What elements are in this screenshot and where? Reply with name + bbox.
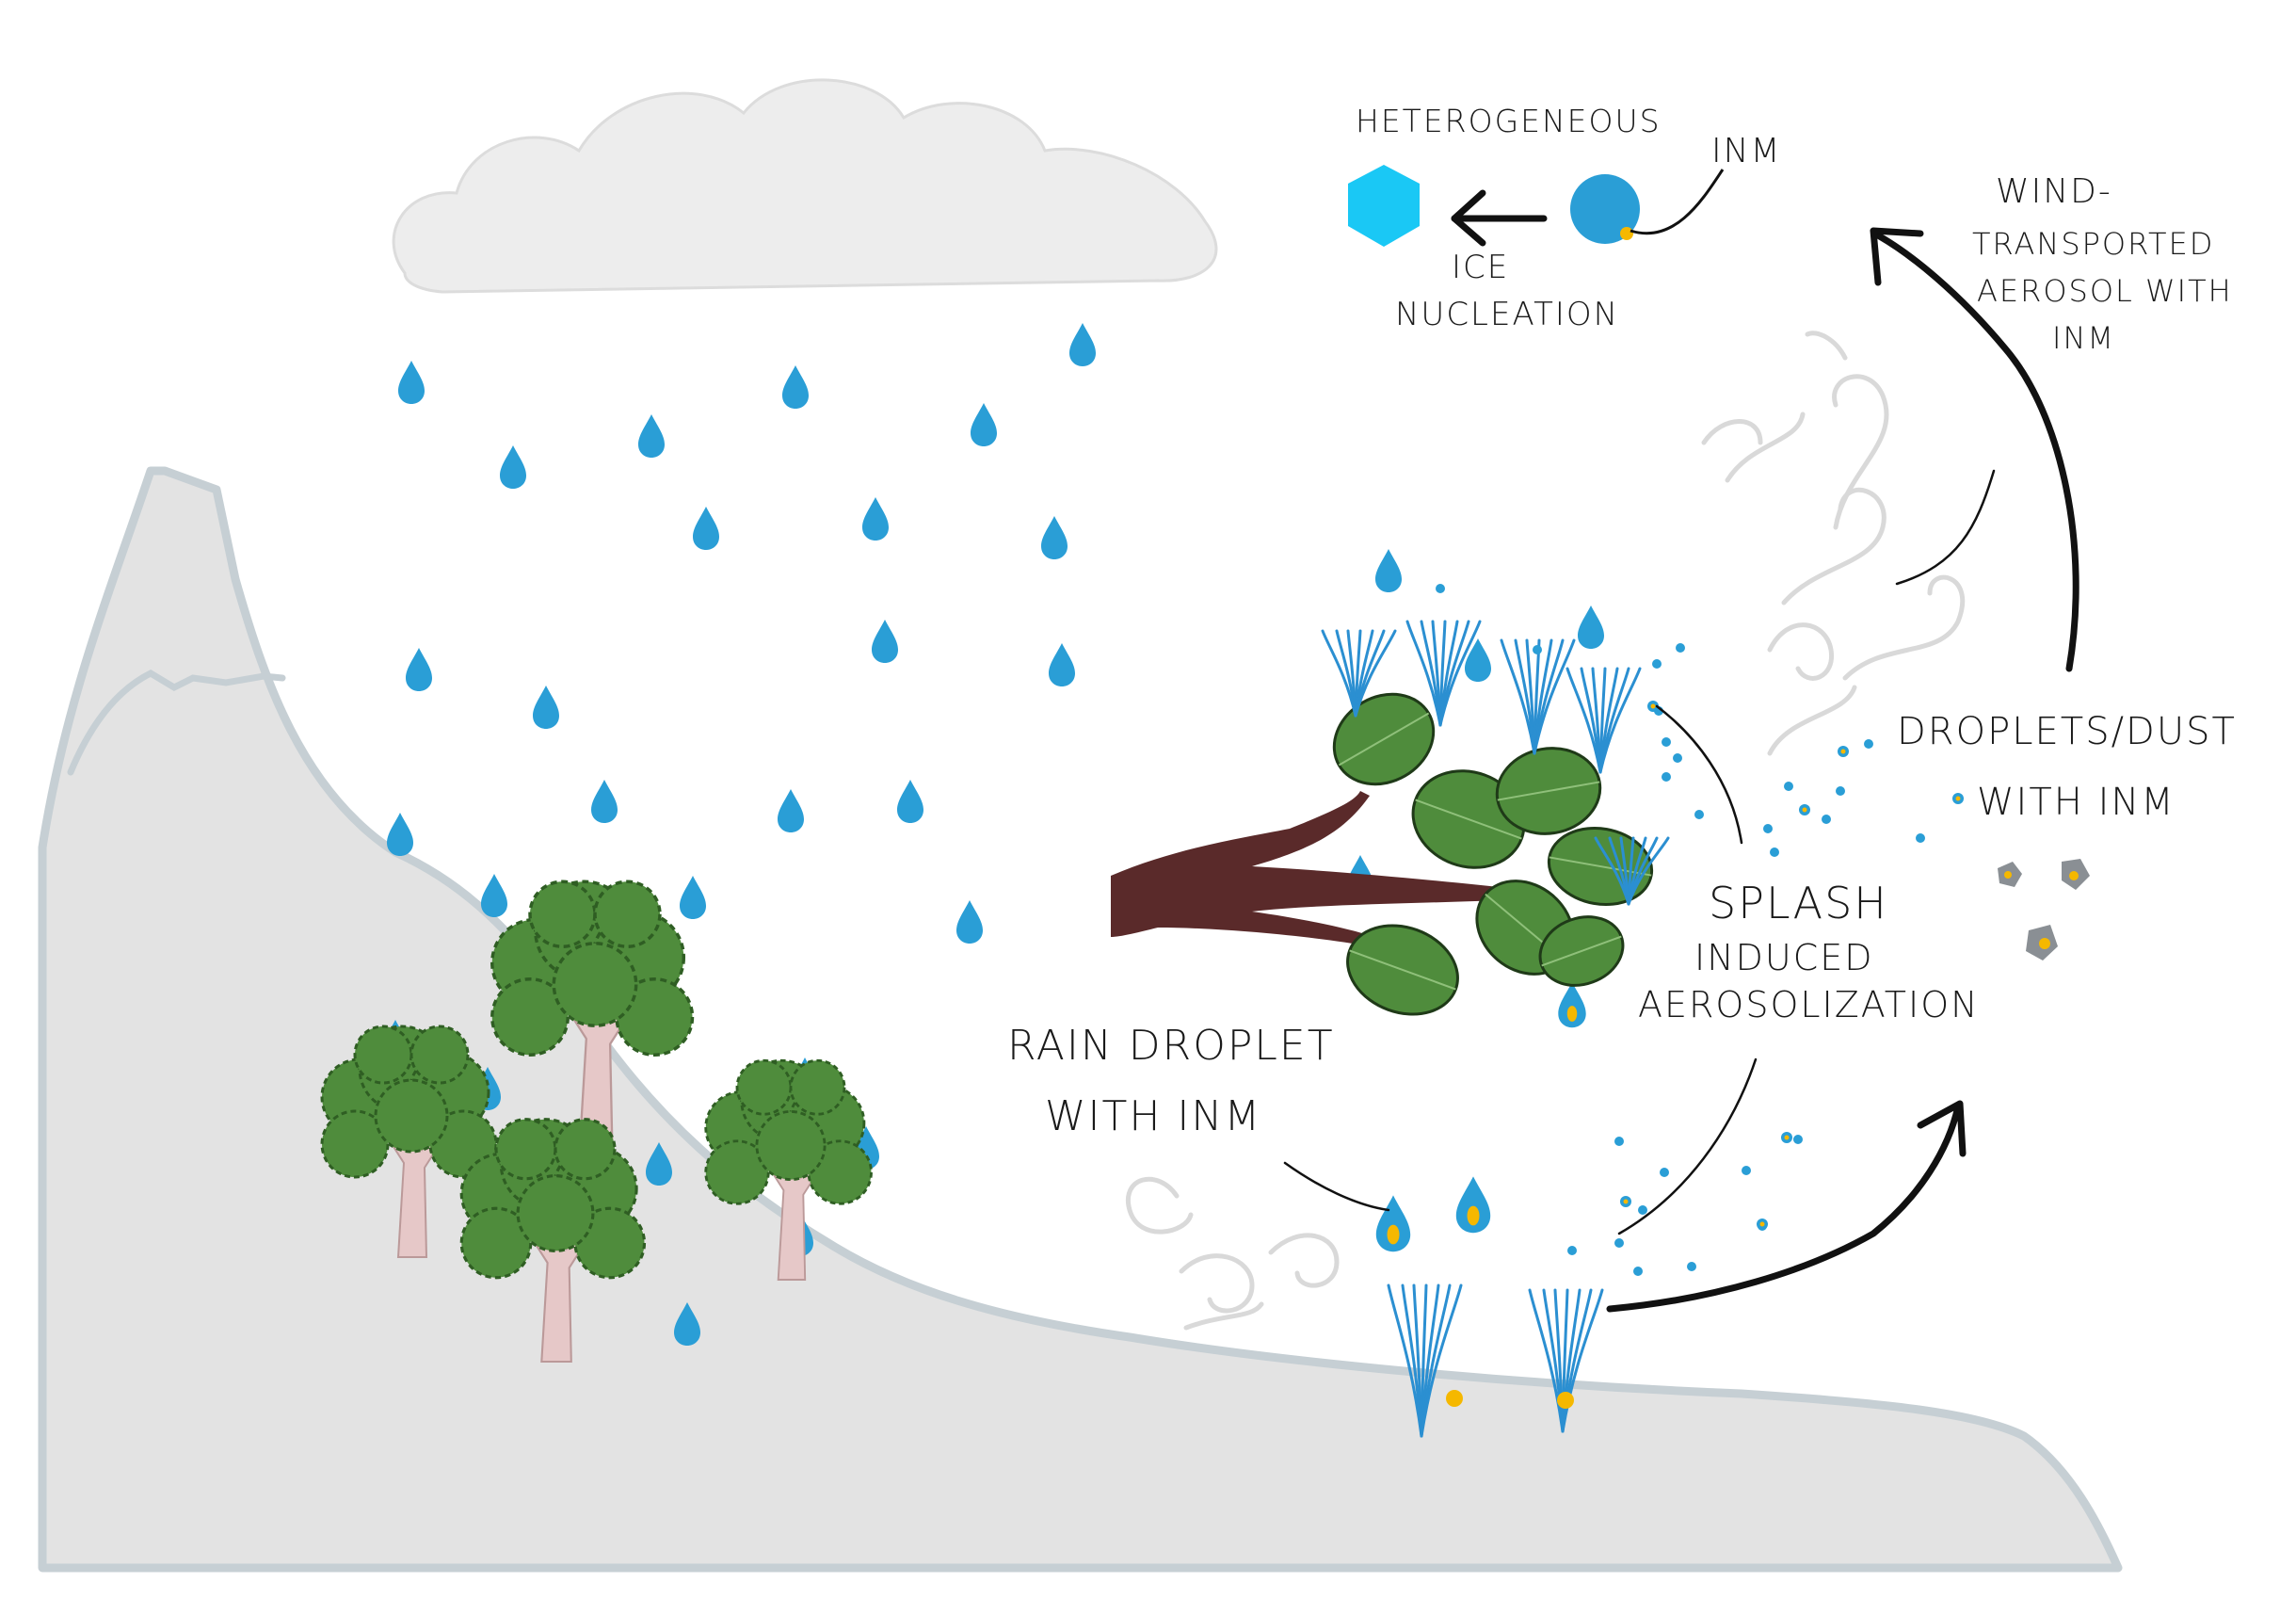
labels: HETEROGENEOUS ICE NUCLEATION INM WIND- T… [1007,103,2237,1140]
arrow-icon [1874,232,2079,672]
tree-icon [320,1025,498,1258]
droplet-particle [1567,1246,1577,1255]
grass-icon [1321,620,1670,1438]
label-droplets-1: DROPLETS/DUST [1897,710,2237,753]
ice-crystal-icon [1348,165,1420,247]
raindrop-icon [387,813,413,856]
leaf-icon [1547,826,1654,907]
droplet-particle [1662,772,1671,782]
droplet-particle [1916,833,1925,843]
raindrop-icon [897,780,923,823]
droplet-particle [1864,739,1873,749]
cloud-icon [392,78,1218,294]
droplet-particle [1770,847,1779,857]
raindrop-icon [782,365,809,409]
raindrop-icon [638,414,665,458]
droplet-particle [1614,1238,1624,1248]
raindrop-icon [1558,981,1586,1028]
droplet-particle [1784,782,1793,791]
arrow-icon [1606,1103,1962,1313]
raindrop-icon [693,507,719,550]
tree-icon [490,880,695,1149]
label-inm-top: INM [1711,132,1782,170]
aerosol-particles [1436,584,1964,1409]
label-wind-3: AEROSOL WITH [1977,273,2233,309]
leaf-icon [1538,915,1625,987]
raindrop-icon [1375,549,1402,592]
raindrop-icon [646,1142,672,1186]
raindrop-icon [1455,1176,1491,1234]
raindrop-icon [500,445,526,489]
raindrop-icon [481,874,507,917]
label-nucleation: NUCLEATION [1395,296,1619,333]
label-ice: ICE [1452,249,1509,286]
arrow-icon [1451,189,1486,247]
branch-icon [1111,791,1525,946]
raindrop-icon [1041,516,1068,559]
droplet-particle [1638,1205,1647,1215]
raindrop-icon [1375,1195,1411,1252]
raindrop-icon [862,497,889,541]
leaf-icon [1346,924,1459,1016]
label-splash-1: SPLASH [1709,878,1888,928]
raindrop-icon [533,686,559,729]
droplet-particle [1694,810,1704,819]
label-wind-2: TRANSPORTED [1972,226,2214,262]
raindrop-icon [1578,605,1604,649]
label-splash-2: INDUCED [1694,937,1874,978]
raindrop-icon [680,876,706,919]
droplet-particle [1676,643,1685,653]
droplet-particle [1436,584,1445,593]
label-splash-3: AEROSOLIZATION [1638,984,1980,1025]
droplet-particle [1662,737,1671,747]
label-droplets-2: WITH INM [1977,781,2176,824]
trees [320,880,873,1364]
droplet-particle [1633,1267,1643,1276]
label-heterogeneous: HETEROGENEOUS [1356,103,1662,139]
droplet-particle [1614,1137,1624,1146]
droplet-particle [1763,824,1773,833]
droplet-particle [1836,786,1845,796]
raindrop-icon [1465,638,1491,682]
label-rain-1: RAIN DROPLET [1007,1022,1335,1070]
raindrop-icon [971,403,997,446]
leader-lines [1283,469,1996,1235]
wind-swirl-icon [1125,331,1966,1331]
tree-icon [459,1118,647,1364]
raindrop-icon [1069,323,1096,366]
droplet-particle [1660,1168,1669,1177]
label-rain-2: WITH INM [1045,1092,1261,1140]
droplet-particle [1742,1166,1751,1175]
raindrop-icon [674,1302,700,1346]
leaf-icon [1332,692,1436,786]
raindrop-icon [591,780,618,823]
dust-icon [1998,859,2090,960]
raindrop-icon [398,361,425,404]
label-wind-1: WIND- [1996,172,2112,211]
raindrop-icon [1049,643,1075,686]
leaves [1332,692,1654,1016]
raindrop-icon [778,789,804,832]
inm-particle-icon [1570,174,1640,244]
droplet-particle [1673,753,1682,763]
droplet-particle [1822,815,1831,824]
raindrop-icon [872,620,898,663]
tree-icon [704,1058,873,1281]
droplet-particle [1793,1135,1803,1144]
leaf-icon [1495,747,1602,835]
droplet-particle [1687,1262,1696,1271]
droplet-particle [1533,645,1542,654]
droplet-particle [1652,659,1662,669]
raindrop-icon [956,900,983,944]
label-wind-4: INM [2052,320,2115,356]
raindrop-icon [406,648,432,691]
